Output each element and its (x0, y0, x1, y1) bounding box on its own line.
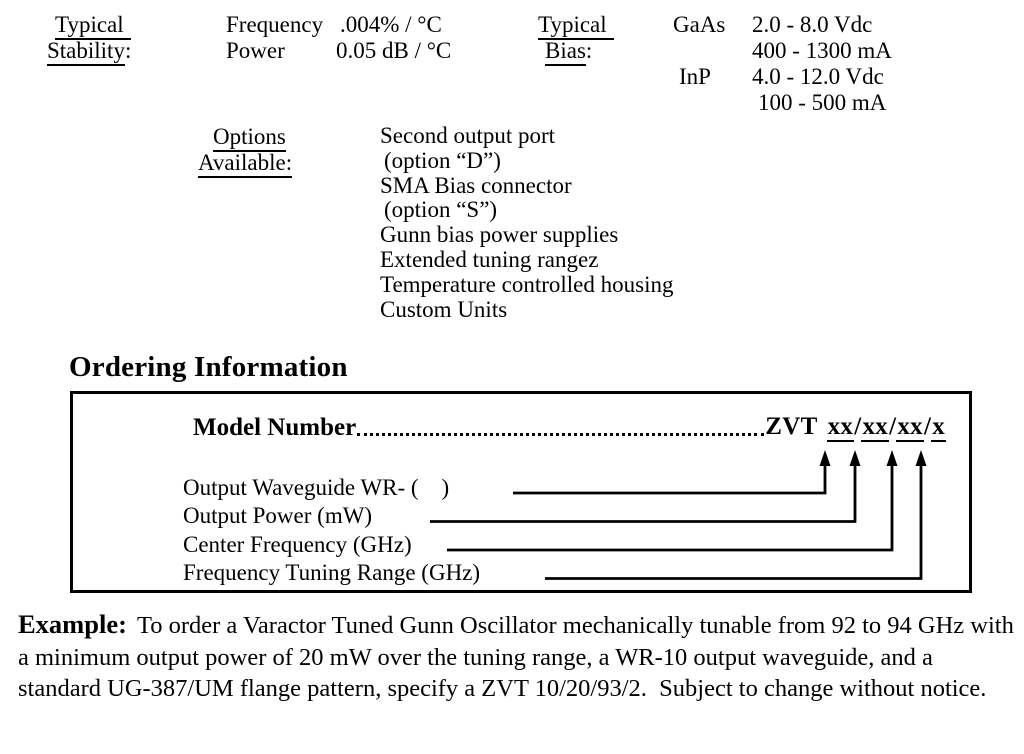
model-part-frequency: xx (896, 413, 924, 443)
model-part-power: xx (861, 413, 890, 443)
bias-label-line2: Bias (545, 38, 586, 66)
model-separator: / (923, 413, 932, 440)
options-list: Second output port (option “D”) SMA Bias… (380, 123, 674, 322)
bias-label-colon: : (585, 38, 593, 63)
option-item: (option “D”) (384, 147, 501, 173)
model-separator: / (889, 413, 897, 440)
model-separator: / (854, 413, 862, 440)
bias-label-line1: Typical (538, 12, 614, 40)
stability-param-power: Power (226, 38, 285, 63)
option-item: Gunn bias power supplies (380, 222, 619, 248)
example-text: To order a Varactor Tuned Gunn Oscillato… (18, 612, 1014, 703)
example-paragraph: Example:To order a Varactor Tuned Gunn O… (18, 609, 1022, 705)
ordering-heading: Ordering Information (69, 351, 348, 383)
option-item: SMA Bias connector (380, 172, 572, 198)
stability-label-colon: : (124, 38, 132, 63)
model-part-range: x (931, 413, 946, 443)
options-label-line1: Options (213, 124, 286, 152)
bias-value-inp-current: 100 - 500 mA (758, 90, 887, 115)
model-number-label: Model Number (193, 414, 357, 442)
model-part-waveguide: xx (826, 413, 855, 443)
stability-label-line1: Typical (55, 12, 131, 40)
bias-material-inp: InP (679, 64, 711, 89)
field-center-frequency: Center Frequency (GHz) (183, 532, 412, 557)
dot-leader (357, 433, 765, 437)
options-label: Options Available: (198, 124, 293, 178)
bias-materials: GaAs InP (673, 12, 725, 90)
options-label-line2: Available: (198, 150, 293, 178)
field-output-waveguide: Output Waveguide WR- ( ) (183, 475, 450, 500)
stability-params: Frequency Power (226, 12, 323, 64)
stability-label-line2: Stability (47, 38, 125, 66)
stability-param-frequency: Frequency (226, 12, 324, 37)
bias-values: 2.0 - 8.0 Vdc 400 - 1300 mA 4.0 - 12.0 V… (752, 12, 892, 116)
option-item: (option “S”) (384, 197, 498, 223)
option-item: Custom Units (380, 296, 508, 322)
option-item: Temperature controlled housing (380, 271, 674, 297)
bias-value-inp-voltage: 4.0 - 12.0 Vdc (752, 64, 884, 89)
bias-value-gaas-voltage: 2.0 - 8.0 Vdc (752, 12, 873, 37)
stability-values: .004% / °C 0.05 dB / °C (336, 12, 451, 64)
stability-label: Typical Stability: (47, 12, 132, 66)
stability-value-power: 0.05 dB / °C (336, 38, 452, 63)
option-item: Second output port (380, 123, 556, 148)
bias-value-gaas-current: 400 - 1300 mA (752, 38, 892, 63)
model-prefix: ZVT (765, 413, 818, 440)
option-item: Extended tuning rangez (380, 246, 599, 272)
bias-label: Typical Bias: (533, 12, 614, 66)
field-tuning-range: Frequency Tuning Range (GHz) (183, 560, 481, 585)
field-output-power: Output Power (mW) (183, 503, 373, 528)
bias-material-gaas: GaAs (673, 12, 726, 37)
ordering-box (70, 391, 972, 593)
example-label: Example: (18, 609, 127, 639)
stability-value-frequency: .004% / °C (340, 12, 442, 37)
